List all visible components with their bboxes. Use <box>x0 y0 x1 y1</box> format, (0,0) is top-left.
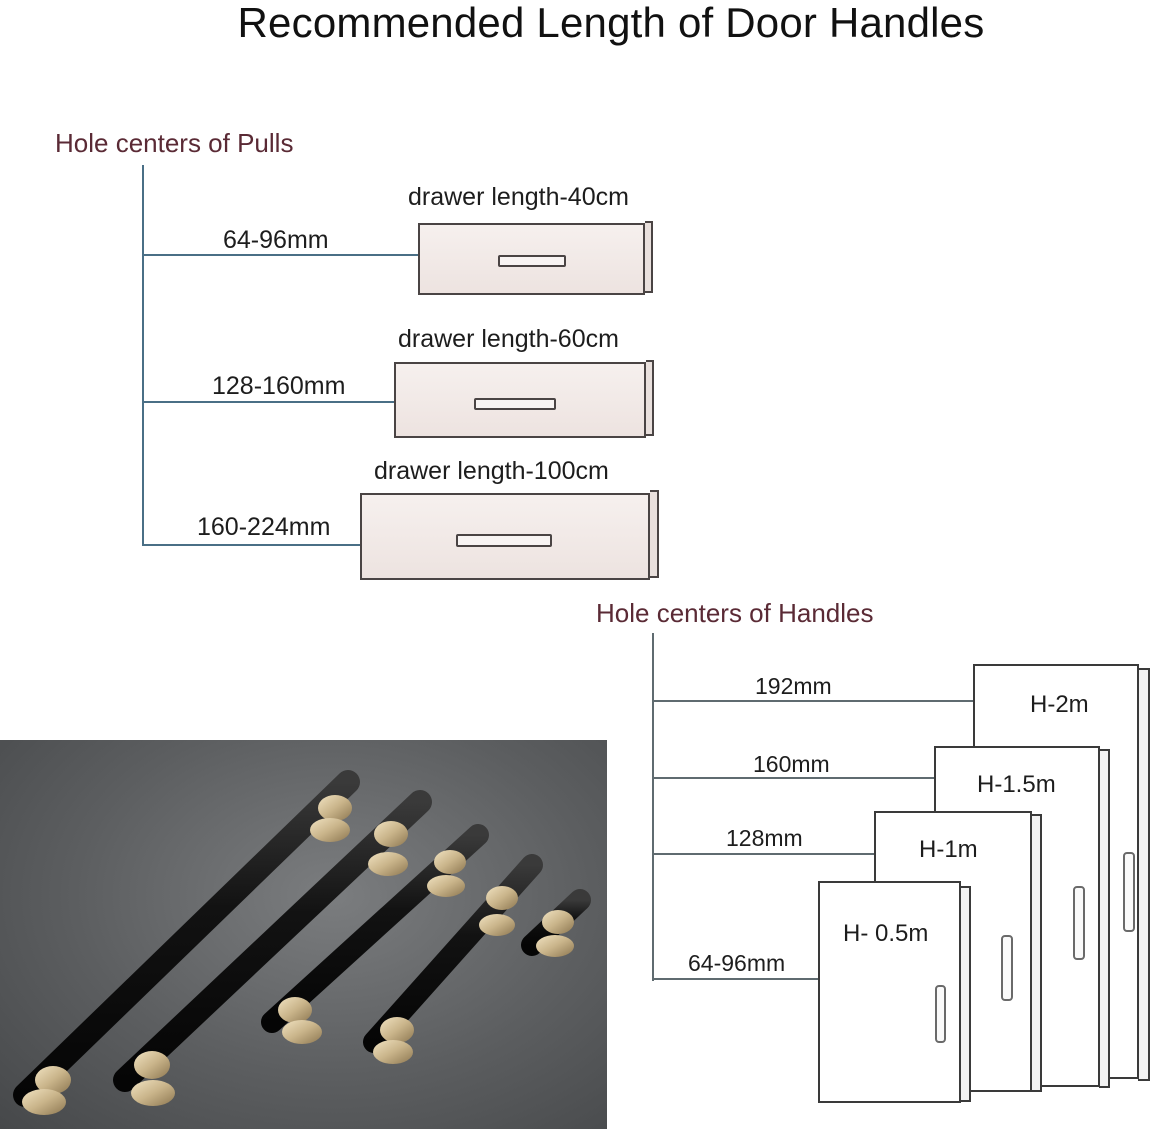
handles-illustration <box>13 770 591 1115</box>
handle-size-label: 128mm <box>726 825 803 851</box>
door-0-5m <box>818 881 961 1103</box>
drawer-40cm <box>418 223 645 295</box>
handles-heading: Hole centers of Handles <box>596 598 874 628</box>
drawer-100cm <box>360 493 650 580</box>
drawer-pull <box>474 398 556 410</box>
pull-size-label: 160-224mm <box>197 513 331 541</box>
handle-bar-5 <box>521 889 591 957</box>
handle-size-label: 64-96mm <box>688 950 786 976</box>
door-height-label: H-1m <box>919 836 978 863</box>
door-side-edge <box>1031 814 1042 1092</box>
door-handle <box>1123 852 1135 932</box>
handle-size-label: 192mm <box>755 673 832 699</box>
handles-branch-line <box>652 978 818 980</box>
handles-branch-line <box>652 700 974 702</box>
handle-bar-4 <box>363 854 543 1064</box>
door-height-label: H- 0.5m <box>843 920 929 947</box>
page-title: Recommended Length of Door Handles <box>237 0 985 46</box>
handle-bar-2 <box>113 790 432 1106</box>
handle-bar-3 <box>261 824 489 1044</box>
drawer-length-label: drawer length-60cm <box>398 325 619 353</box>
door-handle <box>935 985 946 1043</box>
drawer-side-edge <box>646 360 654 436</box>
handles-branch-line <box>652 853 874 855</box>
door-side-edge <box>1099 749 1110 1088</box>
drawer-side-edge <box>645 221 653 293</box>
door-handle <box>1073 886 1085 960</box>
handles-trunk-line <box>652 633 654 981</box>
pulls-branch-line <box>142 401 396 403</box>
drawer-length-label: drawer length-100cm <box>374 457 609 485</box>
drawer-side-edge <box>650 490 659 578</box>
drawer-length-label: drawer length-40cm <box>408 183 629 211</box>
drawer-pull <box>456 534 552 547</box>
door-height-label: H-1.5m <box>977 771 1056 798</box>
drawer-60cm <box>394 362 646 438</box>
pulls-branch-line <box>142 544 360 546</box>
handle-bar-1 <box>13 770 360 1115</box>
door-handle <box>1001 935 1013 1001</box>
handles-branch-line <box>652 777 935 779</box>
handle-size-label: 160mm <box>753 751 830 777</box>
drawer-pull <box>498 255 566 267</box>
pulls-trunk-line <box>142 165 144 546</box>
product-photo <box>0 740 607 1129</box>
door-height-label: H-2m <box>1030 691 1089 718</box>
pull-size-label: 64-96mm <box>223 226 329 254</box>
pulls-branch-line <box>142 254 419 256</box>
door-side-edge <box>1138 668 1150 1081</box>
pulls-heading: Hole centers of Pulls <box>55 128 294 158</box>
pull-size-label: 128-160mm <box>212 372 346 400</box>
door-side-edge <box>960 886 971 1102</box>
